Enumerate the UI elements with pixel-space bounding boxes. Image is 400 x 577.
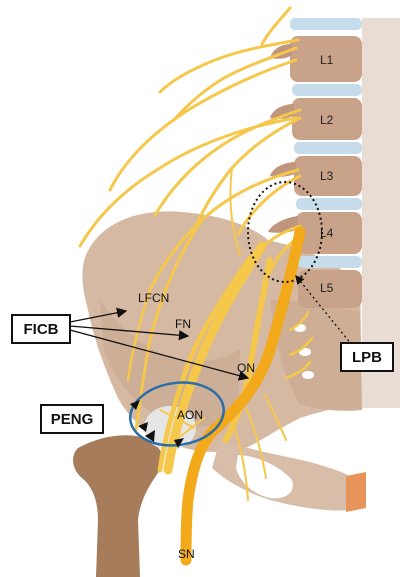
- label-l2: L2: [320, 113, 334, 127]
- label-l1: L1: [320, 53, 334, 67]
- label-l5: L5: [320, 281, 334, 295]
- symphysis: [346, 472, 366, 512]
- label-on: ON: [237, 361, 255, 375]
- disc: [290, 18, 362, 30]
- ficb-box: FICB: [11, 314, 71, 344]
- label-fn: FN: [175, 317, 191, 331]
- lpb-box: LPB: [340, 342, 394, 372]
- disc: [294, 142, 362, 154]
- sacral-foramen: [302, 371, 314, 379]
- label-sn: SN: [178, 547, 195, 561]
- label-lfcn: LFCN: [138, 291, 169, 305]
- femur: [73, 435, 162, 577]
- disc: [298, 256, 362, 268]
- disc: [292, 84, 362, 96]
- label-aon: AON: [177, 408, 203, 422]
- peng-box: PENG: [40, 404, 104, 434]
- label-l3: L3: [320, 169, 334, 183]
- disc: [296, 198, 362, 210]
- transverse-process: [268, 216, 298, 233]
